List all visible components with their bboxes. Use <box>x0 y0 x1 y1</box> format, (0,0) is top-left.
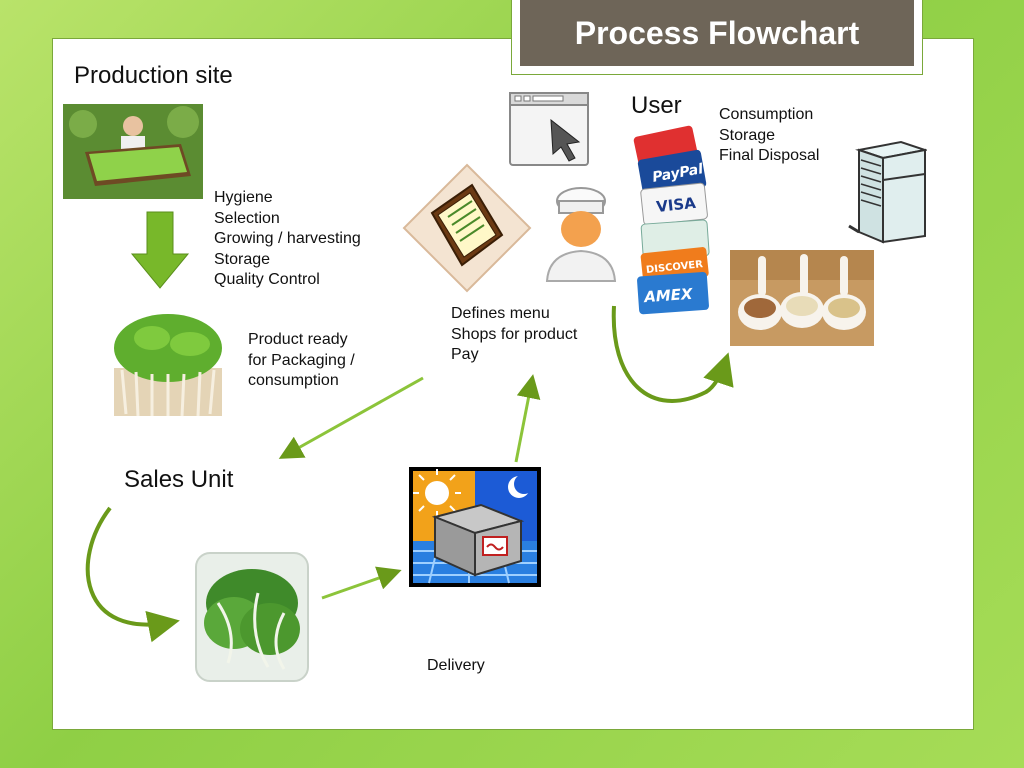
packaging-line: for Packaging / <box>248 351 355 369</box>
defines-menu-item: Defines menu <box>451 305 550 322</box>
visa-card-label: VISA <box>655 194 697 216</box>
storage-item: Storage <box>719 126 776 144</box>
production-steps-list: Hygiene Selection Growing / harvesting S… <box>214 188 361 291</box>
product-ready-line: Product ready <box>248 331 348 348</box>
pay-item: Pay <box>451 346 479 363</box>
title-banner: Process Flowchart <box>511 0 923 75</box>
cress-tray-photo <box>112 298 224 432</box>
farmer-photo <box>63 104 203 199</box>
delivery-label: Delivery <box>427 657 485 674</box>
consumption-line: consumption <box>248 372 339 389</box>
sprouts-container-photo <box>188 543 316 688</box>
amex-card-label: AMEX <box>643 285 695 306</box>
final-disposal-item: Final Disposal <box>719 147 820 164</box>
down-arrow-icon <box>130 211 190 289</box>
browser-window-icon <box>509 92 589 166</box>
shops-for-product-item: Shops for product <box>451 325 578 343</box>
product-ready-text: Product ready for Packaging / consumptio… <box>248 330 355 392</box>
step-hygiene: Hygiene <box>214 189 273 206</box>
step-storage: Storage <box>214 250 271 268</box>
delivery-box-icon <box>409 467 541 587</box>
consumption-item: Consumption <box>719 106 814 123</box>
menu-book-icon <box>402 163 532 293</box>
refrigerator-icon <box>845 140 927 244</box>
user-heading: User <box>631 92 682 119</box>
user-chef-avatar <box>543 185 619 283</box>
post-purchase-list: Consumption Storage Final Disposal <box>719 105 819 167</box>
spoons-food-photo <box>730 250 874 346</box>
step-selection: Selection <box>214 209 280 227</box>
production-site-heading: Production site <box>74 62 233 89</box>
page-title: Process Flowchart <box>520 0 914 66</box>
step-quality-control: Quality Control <box>214 271 320 288</box>
payment-cards-icon: PayPal VISA DISCOVER AMEX <box>630 118 720 318</box>
user-actions-list: Defines menu Shops for product Pay <box>451 304 577 366</box>
sales-unit-heading: Sales Unit <box>124 466 234 493</box>
step-growing-harvesting: Growing / harvesting <box>214 230 361 247</box>
